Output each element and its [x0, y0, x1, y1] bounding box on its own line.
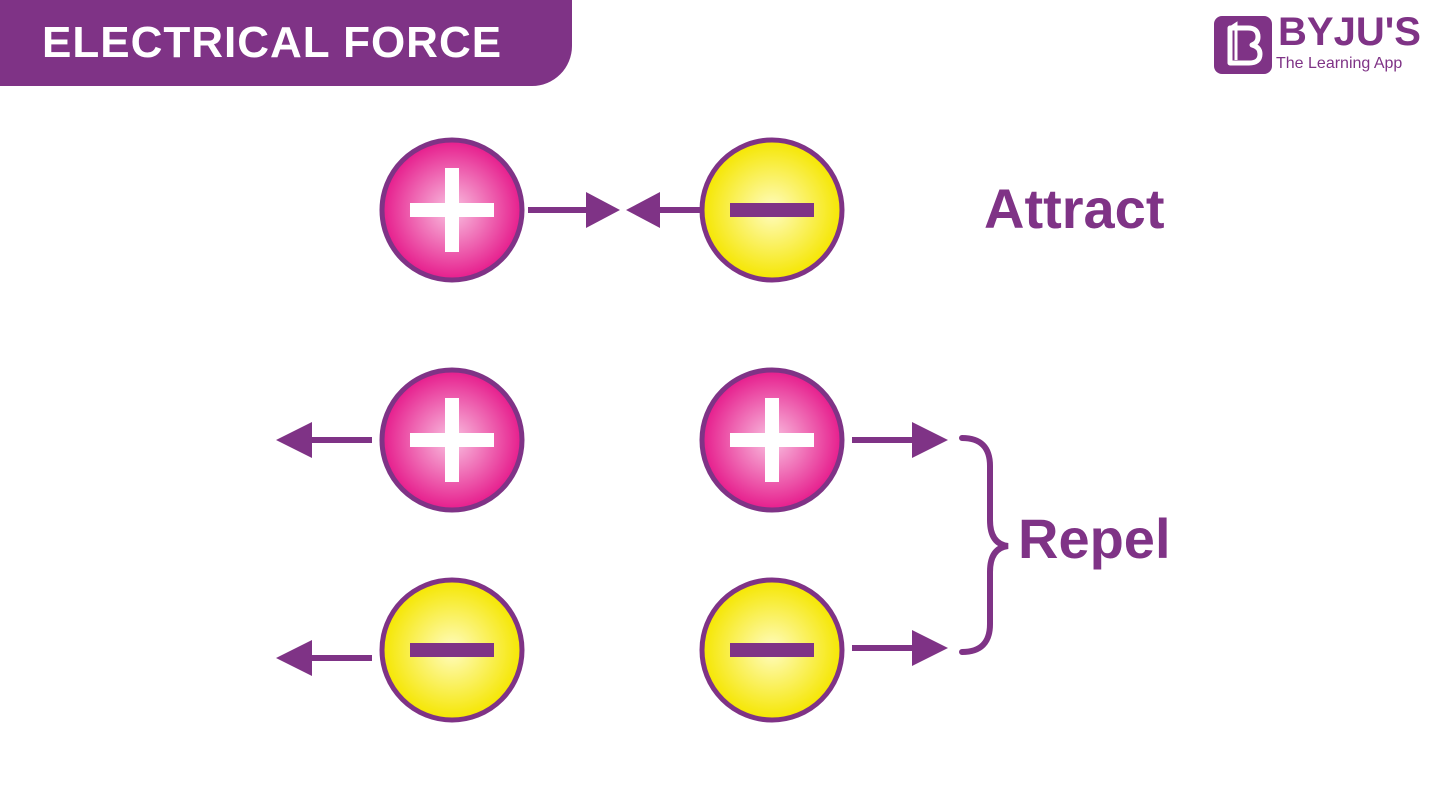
negative-charge — [699, 577, 845, 723]
positive-charge — [699, 367, 845, 513]
positive-charge — [379, 367, 525, 513]
curly-brace-icon — [959, 435, 1009, 655]
logo-name: BYJU'S — [1278, 10, 1421, 54]
negative-charge — [379, 577, 525, 723]
negative-charge — [699, 137, 845, 283]
positive-charge — [379, 137, 525, 283]
arrow-right-icon — [528, 192, 620, 228]
attract-label: Attract — [984, 177, 1165, 240]
arrow-left-icon — [626, 192, 700, 228]
byjus-logo-icon — [1214, 16, 1272, 74]
arrow-left-icon — [276, 422, 372, 458]
byjus-logo: BYJU'S The Learning App — [1214, 10, 1429, 78]
arrow-right-icon — [852, 630, 948, 666]
arrow-right-icon — [852, 422, 948, 458]
page-title: ELECTRICAL FORCE — [42, 18, 503, 67]
title-banner: ELECTRICAL FORCE — [0, 0, 572, 86]
repel-label: Repel — [1018, 507, 1171, 570]
logo-tagline: The Learning App — [1276, 55, 1403, 72]
arrow-left-icon — [276, 640, 372, 676]
